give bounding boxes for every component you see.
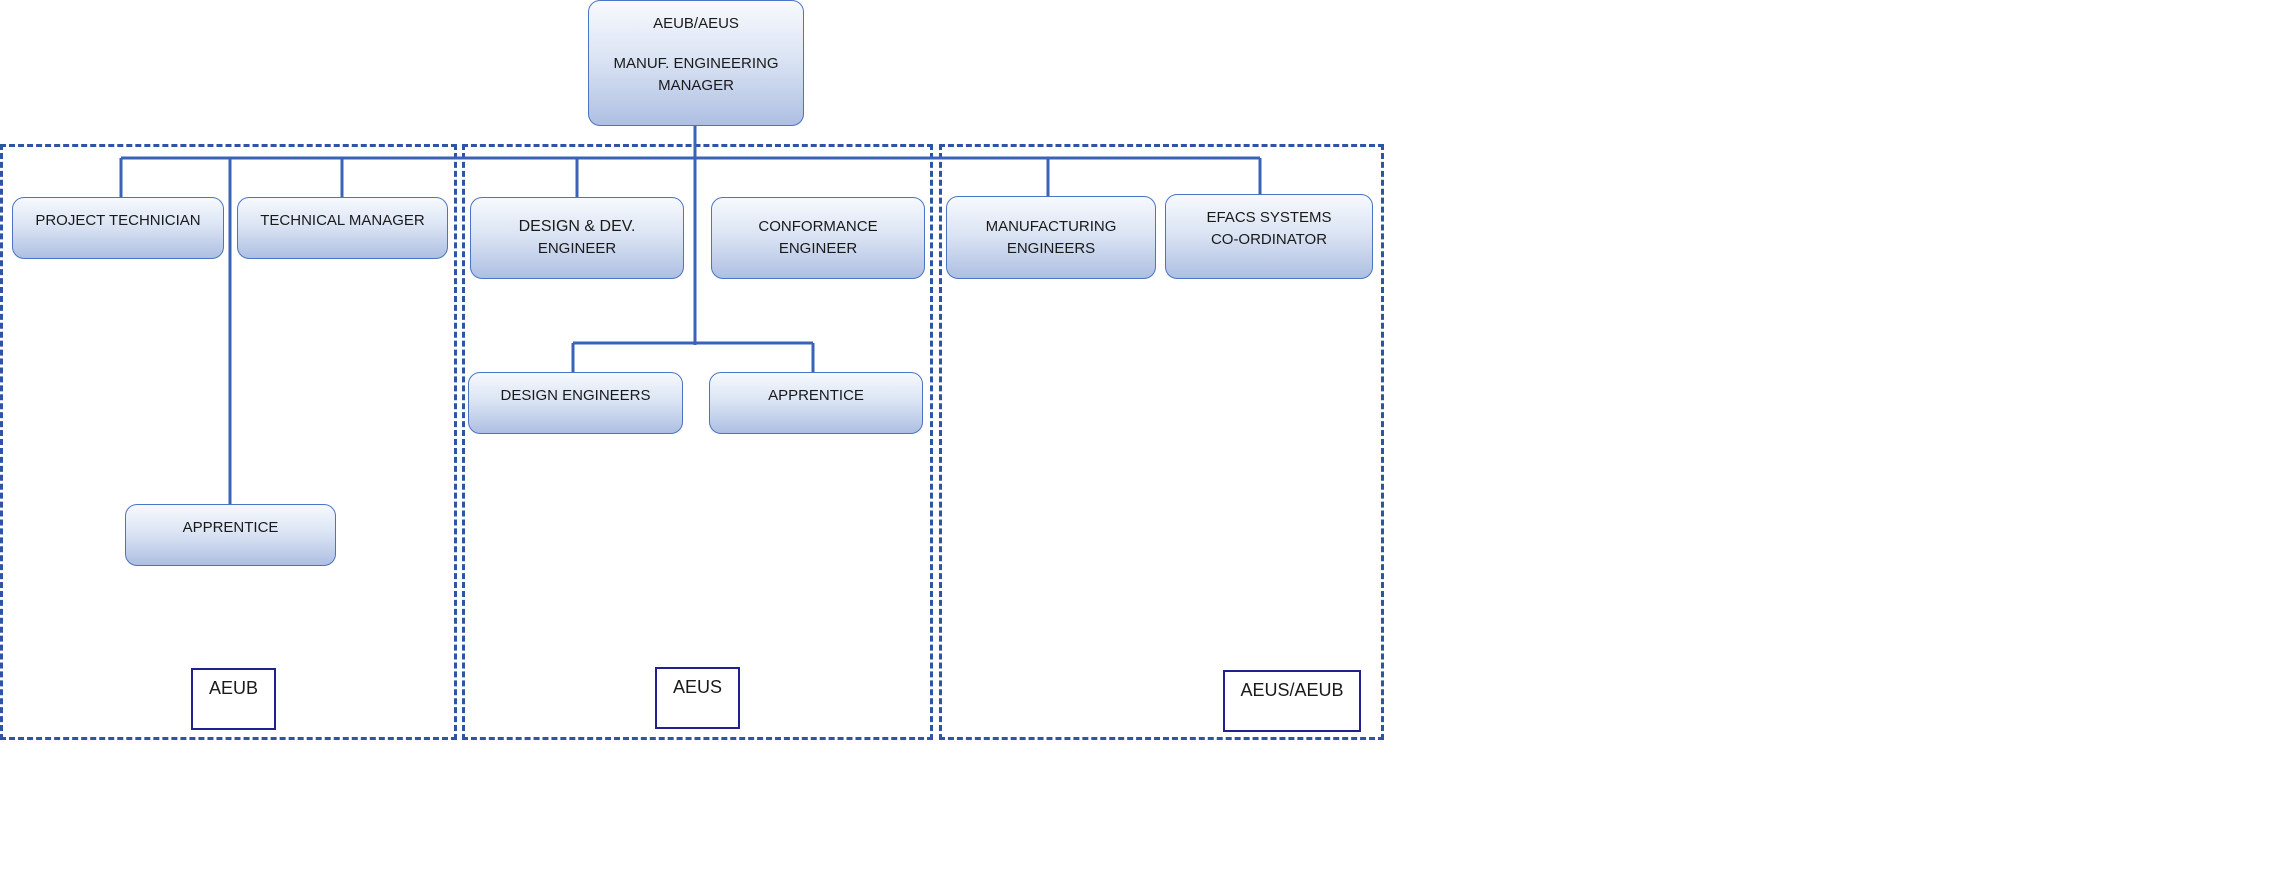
node-manager-title-line1: MANUF. ENGINEERING [613, 55, 779, 72]
node-manufacturing-line1: MANUFACTURING [985, 217, 1117, 235]
group-label-aeus: AEUS [655, 667, 740, 729]
group-aeub [0, 144, 457, 740]
group-label-aeub-text: AEUB [208, 678, 259, 698]
node-manager-site: AEUB/AEUS [653, 15, 739, 32]
group-aeus [462, 144, 933, 740]
group-label-aeub: AEUB [191, 668, 276, 730]
node-manufacturing-engineers: MANUFACTURING ENGINEERS [946, 196, 1156, 279]
node-apprentice-aeub-label: APPRENTICE [182, 519, 279, 536]
node-technical-manager: TECHNICAL MANAGER [237, 197, 448, 259]
node-efacs-line1: EFACS SYSTEMS [1206, 209, 1332, 226]
node-manufacturing-line2: ENGINEERS [1006, 239, 1096, 257]
node-apprentice-aeus: APPRENTICE [709, 372, 923, 434]
node-project-technician-label: PROJECT TECHNICIAN [35, 212, 201, 229]
node-design-dev-line2: ENGINEER [537, 240, 617, 257]
node-design-engineers-label: DESIGN ENGINEERS [500, 387, 651, 404]
node-manuf-engineering-manager: AEUB/AEUS MANUF. ENGINEERING MANAGER [588, 0, 804, 126]
group-label-aeus-aeub-text: AEUS/AEUB [1240, 680, 1344, 700]
group-label-aeus-aeub: AEUS/AEUB [1223, 670, 1361, 732]
node-manager-title-line2: MANAGER [658, 77, 734, 94]
node-conformance-line2: ENGINEER [778, 240, 858, 257]
node-design-engineers: DESIGN ENGINEERS [468, 372, 683, 434]
node-technical-manager-label: TECHNICAL MANAGER [260, 212, 425, 229]
node-apprentice-aeus-label: APPRENTICE [768, 387, 864, 404]
node-conformance-engineer: CONFORMANCE ENGINEER [711, 197, 925, 279]
node-efacs-line2: CO-ORDINATOR [1210, 231, 1328, 248]
group-label-aeus-text: AEUS [672, 677, 723, 697]
node-apprentice-aeub: APPRENTICE [125, 504, 336, 566]
node-design-dev-engineer: DESIGN & DEV. ENGINEER [470, 197, 684, 279]
node-project-technician: PROJECT TECHNICIAN [12, 197, 224, 259]
group-aeus-aeub [939, 144, 1384, 740]
node-efacs-coordinator: EFACS SYSTEMS CO-ORDINATOR [1165, 194, 1373, 279]
node-conformance-line1: CONFORMANCE [758, 218, 878, 235]
node-design-dev-line1: DESIGN & DEV. [518, 218, 636, 235]
